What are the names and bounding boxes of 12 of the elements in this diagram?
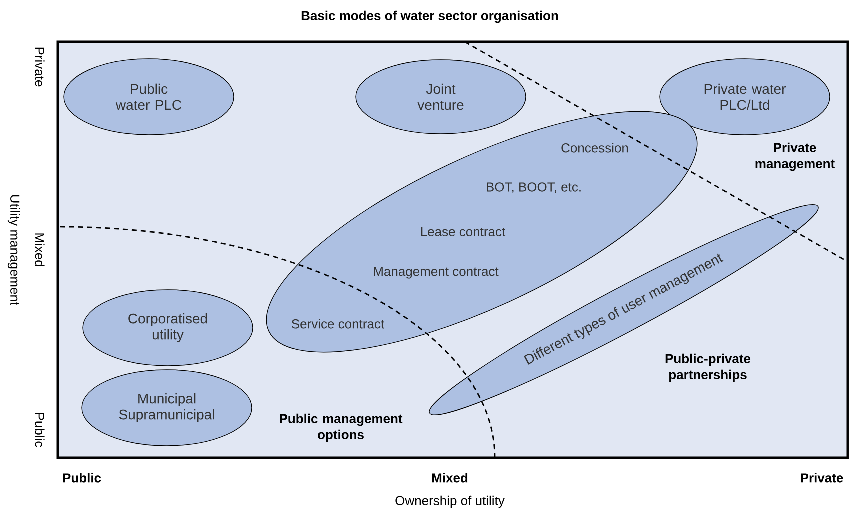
region-label: Public-private partnerships <box>666 354 751 382</box>
tick-label: Public <box>35 413 45 448</box>
region-label: Public management options <box>280 414 403 442</box>
region-label: Private management <box>756 142 835 172</box>
axis-label: Ownership of utility <box>396 496 505 508</box>
tick-label: Private <box>801 473 844 483</box>
tick-label: Public <box>63 473 102 483</box>
tick-label: Mixed <box>432 473 468 483</box>
axis-label: Utility management <box>8 195 20 306</box>
title: Basic modes of water sector organisation <box>302 10 558 24</box>
tick-label: Private <box>35 48 45 87</box>
tick-label: Mixed <box>35 234 45 266</box>
